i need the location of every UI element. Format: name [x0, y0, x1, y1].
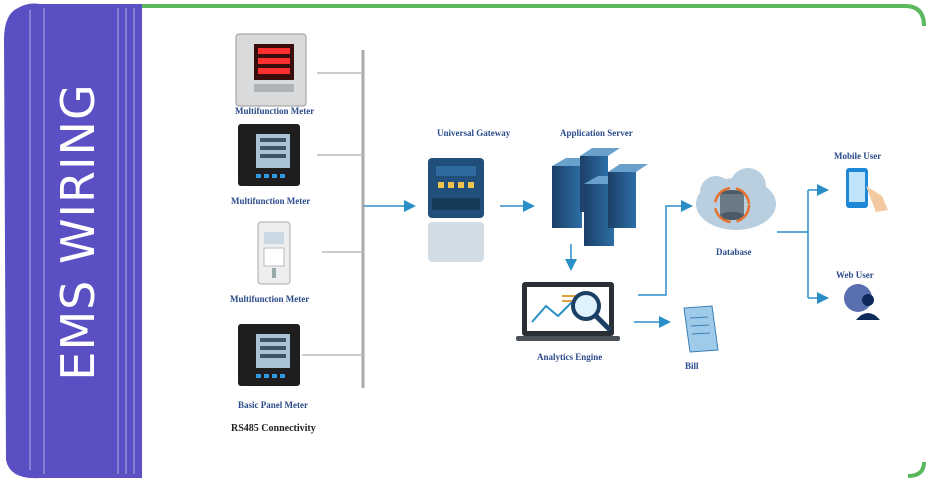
meter-4-label: Basic Panel Meter	[238, 400, 308, 410]
title-banner	[0, 0, 142, 482]
database-icon	[696, 168, 776, 230]
web-user-icon	[844, 284, 880, 320]
meter-3-icon	[257, 221, 291, 285]
meter-2-label: Multifunction Meter	[231, 196, 311, 206]
meter-1-label: Multifunction Meter	[235, 106, 315, 116]
frame-top	[142, 4, 926, 27]
analytics-label: Analytics Engine	[537, 352, 603, 362]
mobile-user-label: Mobile User	[834, 151, 882, 161]
meter-2-icon	[238, 124, 300, 186]
bus-label: RS485 Connectivity	[231, 423, 316, 434]
analytics-icon	[516, 282, 620, 341]
meter-4-icon	[238, 324, 300, 386]
mobile-user-icon	[846, 168, 888, 212]
server-icon	[552, 148, 648, 246]
gateway-icon	[428, 158, 484, 262]
gateway-label: Universal Gateway	[437, 128, 511, 138]
meter-1-icon	[235, 33, 307, 107]
web-user-label: Web User	[836, 270, 874, 280]
bill-label: Bill	[685, 361, 699, 371]
frame-bottom-corner	[907, 461, 926, 478]
bill-icon	[683, 305, 719, 353]
database-label: Database	[716, 247, 752, 257]
meter-3-label: Multifunction Meter	[230, 294, 310, 304]
server-label: Application Server	[560, 128, 633, 138]
